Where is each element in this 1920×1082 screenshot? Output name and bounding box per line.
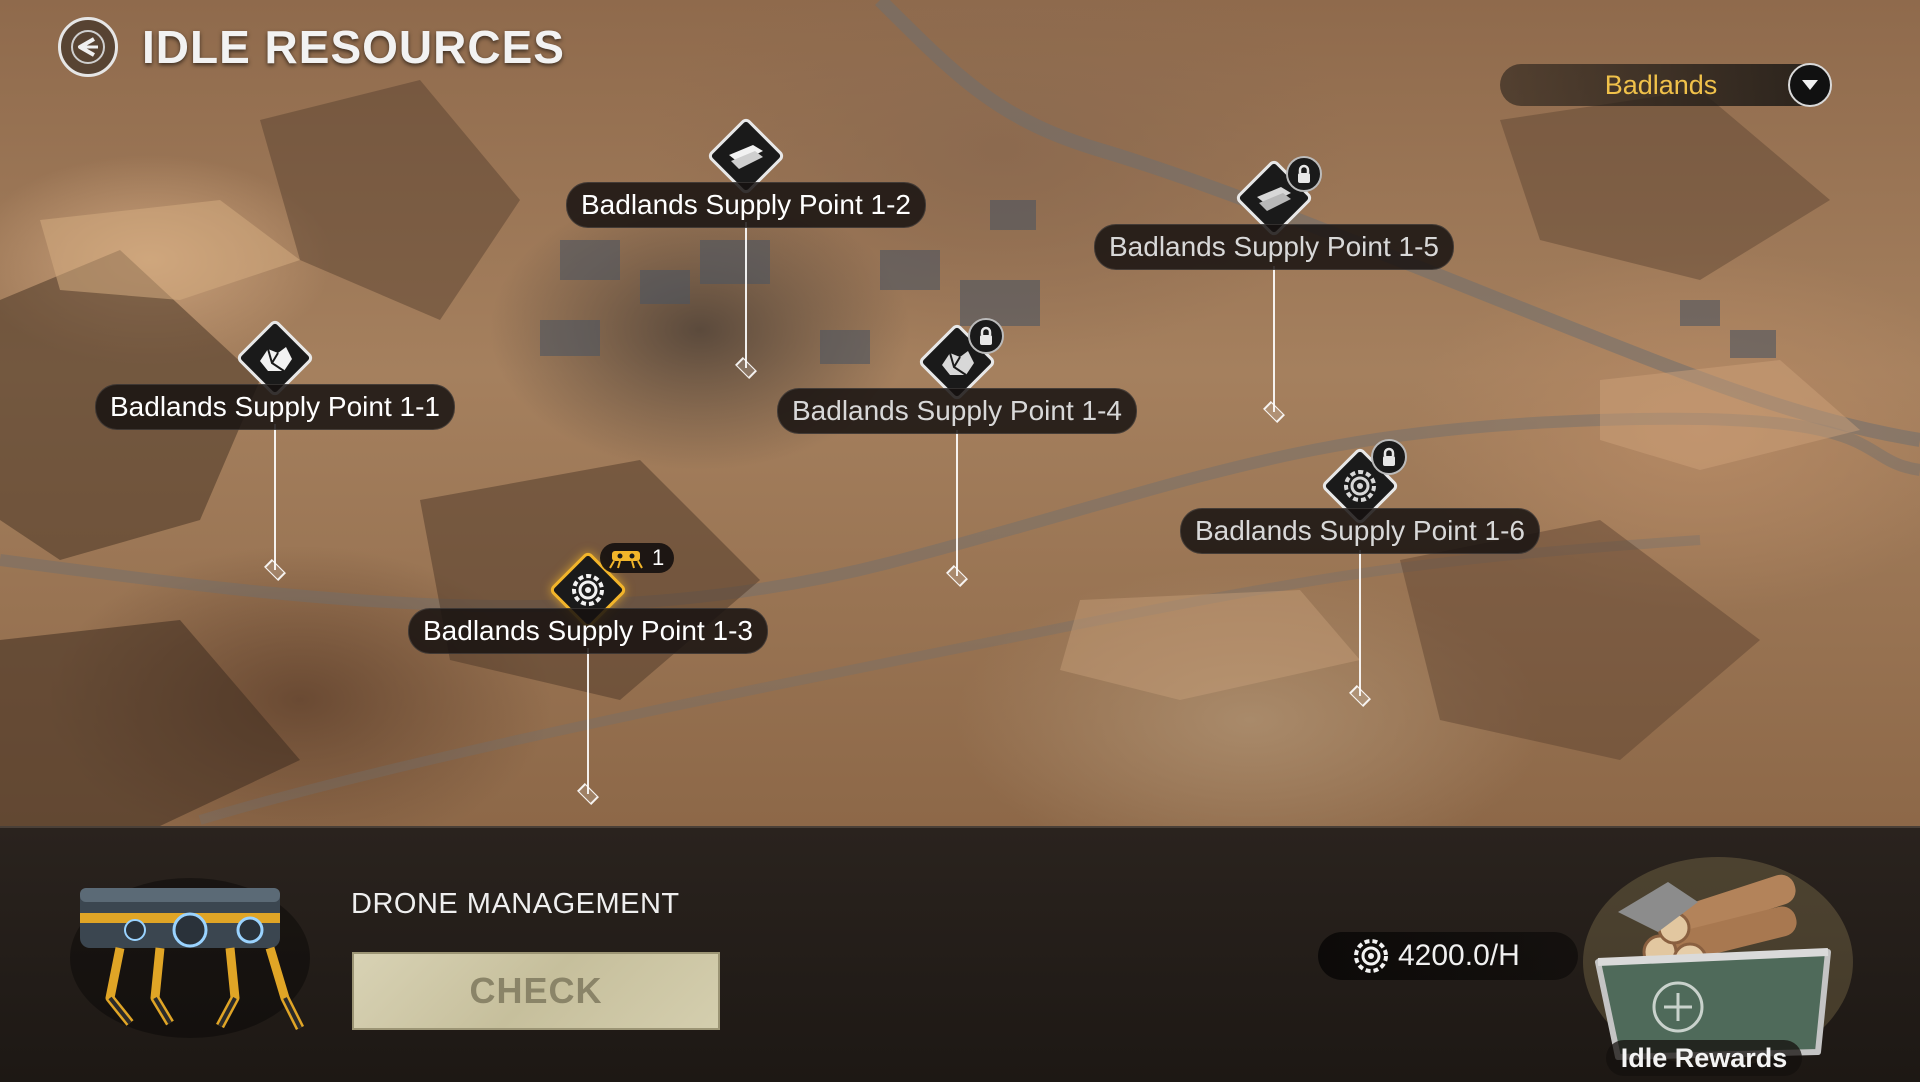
assigned-drone-badge: 1 xyxy=(600,543,675,573)
check-button[interactable]: CHECK xyxy=(352,952,720,1030)
supply-point-label[interactable]: Badlands Supply Point 1-2 xyxy=(566,182,926,228)
lock-icon xyxy=(1371,439,1407,475)
idle-rewards-label: Idle Rewards xyxy=(1606,1040,1802,1076)
supply-point-label[interactable]: Badlands Supply Point 1-6 xyxy=(1180,508,1540,554)
supply-point-icon[interactable] xyxy=(917,322,997,402)
supply-point-stem xyxy=(956,430,958,576)
supply-point-icon[interactable] xyxy=(548,550,628,630)
region-dropdown[interactable]: Badlands xyxy=(1500,63,1832,107)
bottom-panel: DRONE MANAGEMENT CHECK 4200.0/H Idle Rew… xyxy=(0,826,1920,1082)
back-button[interactable] xyxy=(58,17,118,77)
map-terrain xyxy=(0,0,1920,826)
supply-point-label[interactable]: Badlands Supply Point 1-4 xyxy=(777,388,1137,434)
gear-icon xyxy=(1340,466,1380,506)
region-selected-label: Badlands xyxy=(1604,70,1718,100)
supply-point-stem xyxy=(1273,266,1275,412)
plank-icon xyxy=(1254,178,1294,218)
lock-icon xyxy=(1286,156,1322,192)
drone-icon xyxy=(70,878,310,1038)
drone-count: 1 xyxy=(652,545,665,570)
idle-rewards-chest[interactable] xyxy=(1578,842,1858,1072)
ore-icon xyxy=(255,338,295,378)
page-title: IDLE RESOURCES xyxy=(142,21,565,73)
supply-point-label[interactable]: Badlands Supply Point 1-3 xyxy=(408,608,768,654)
supply-point-icon[interactable] xyxy=(1320,446,1400,526)
plank-icon xyxy=(726,136,766,176)
supply-point-stem xyxy=(274,424,276,570)
supply-point-stem xyxy=(587,648,589,794)
lock-icon xyxy=(968,318,1004,354)
gear-icon xyxy=(568,570,608,610)
rate-value: 4200.0/H xyxy=(1398,939,1520,972)
back-arrow-icon xyxy=(71,30,105,64)
idle-reward-rate: 4200.0/H xyxy=(1318,932,1578,980)
supply-point-label[interactable]: Badlands Supply Point 1-5 xyxy=(1094,224,1454,270)
supply-point-stem xyxy=(1359,550,1361,696)
supply-point-icon[interactable] xyxy=(1234,158,1314,238)
world-map[interactable] xyxy=(0,0,1920,826)
supply-point-label[interactable]: Badlands Supply Point 1-1 xyxy=(95,384,455,430)
chevron-down-icon[interactable] xyxy=(1788,63,1832,107)
drone-management-title: DRONE MANAGEMENT xyxy=(351,888,680,920)
supply-point-stem xyxy=(745,222,747,368)
supply-point-icon[interactable] xyxy=(235,318,315,398)
ore-icon xyxy=(937,342,977,382)
drone-icon xyxy=(609,551,643,569)
supply-point-icon[interactable] xyxy=(706,116,786,196)
gear-icon xyxy=(1354,939,1388,973)
